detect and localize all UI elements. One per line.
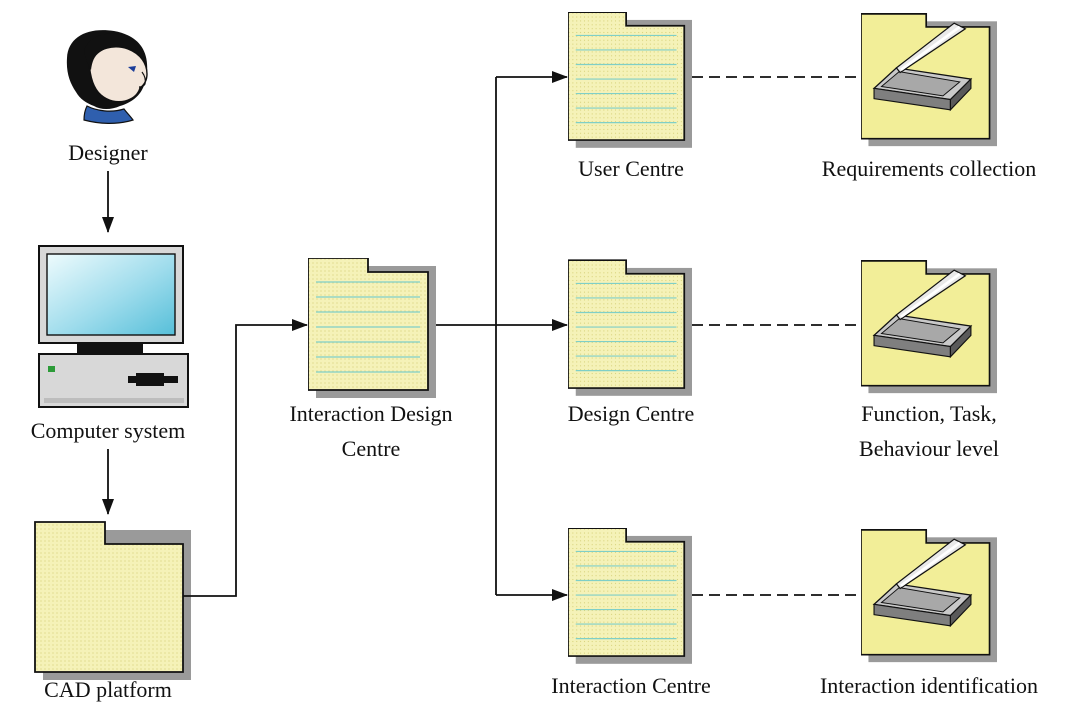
interaction-design-centre-label-line2: Centre <box>342 436 401 461</box>
scanner-icon <box>861 259 997 395</box>
folder-icon <box>34 521 191 680</box>
requirements-collection-label: Requirements collection <box>822 156 1036 181</box>
designer-label: Designer <box>68 140 148 165</box>
function-task-behaviour-label-line1: Function, Task, <box>861 401 997 426</box>
design-centre-node: Design Centre <box>568 259 694 426</box>
interaction-design-centre-label-line1: Interaction Design <box>289 401 452 426</box>
cad-platform-node: CAD platform <box>34 521 191 702</box>
interaction-centre-label: Interaction Centre <box>551 673 710 698</box>
requirements-collection-node: Requirements collection <box>822 12 1036 181</box>
interaction-design-centre-node: Interaction Design Centre <box>289 258 453 461</box>
cad-to-interaction-design-arrow <box>183 319 308 597</box>
function-task-behaviour-label-line2: Behaviour level <box>859 436 999 461</box>
user-centre-label: User Centre <box>578 156 684 181</box>
scanner-icon <box>861 528 997 664</box>
design-centre-label: Design Centre <box>568 401 694 426</box>
scanner-icon <box>861 12 997 148</box>
computer-system-label: Computer system <box>31 418 186 443</box>
computer-system-node: Computer system <box>31 245 189 443</box>
document-folder-icon <box>308 258 436 398</box>
cad-platform-label: CAD platform <box>44 677 172 702</box>
document-folder-icon <box>568 528 692 664</box>
interaction-identification-node: Interaction identification <box>820 528 1038 698</box>
designer-node: Designer <box>66 30 148 165</box>
document-folder-icon <box>568 259 692 397</box>
person-icon <box>66 30 148 124</box>
computer-icon <box>38 245 189 408</box>
user-centre-node: User Centre <box>568 12 692 181</box>
interaction-centre-node: Interaction Centre <box>551 528 711 698</box>
document-folder-icon <box>568 12 692 148</box>
interaction-identification-label: Interaction identification <box>820 673 1038 698</box>
function-task-behaviour-node: Function, Task, Behaviour level <box>859 259 999 461</box>
